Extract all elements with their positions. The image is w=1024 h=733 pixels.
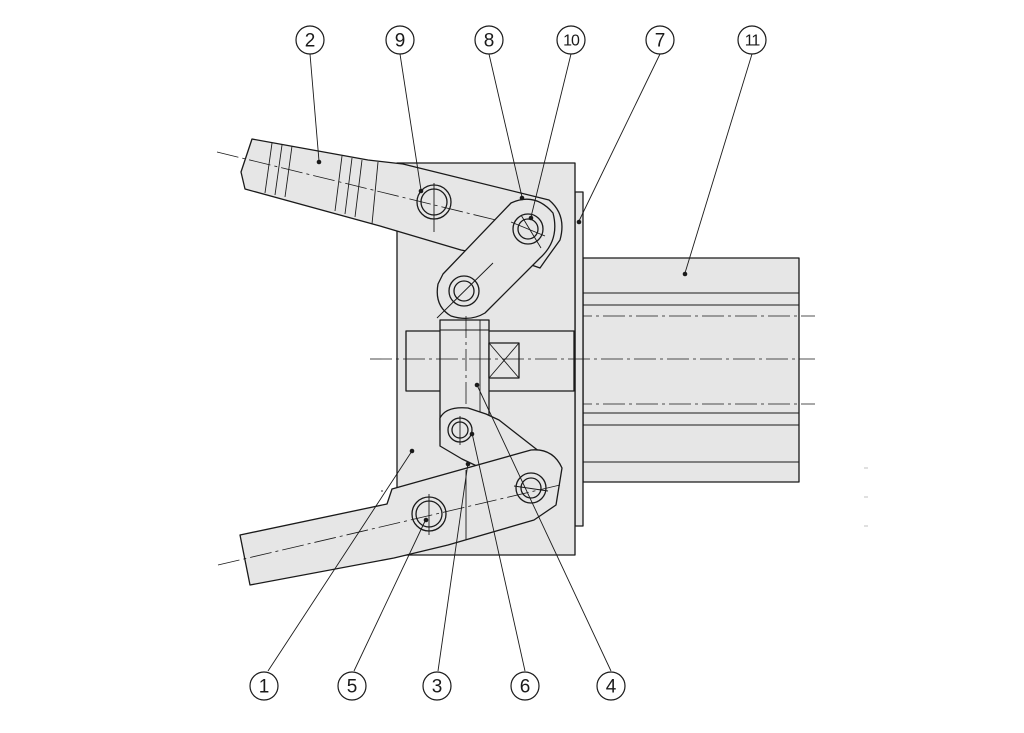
callout-label: 7: [655, 31, 666, 52]
callout-label: 10: [563, 33, 580, 50]
lower-jaw: [217, 449, 563, 586]
piston-rod: [370, 316, 815, 445]
callout-1: 1: [249, 671, 279, 701]
callout-7: 7: [645, 25, 675, 55]
leader-dots: [316, 159, 688, 523]
callout-label: 1: [259, 677, 270, 698]
callout-11: 11: [737, 25, 767, 55]
cylinder-body: [570, 257, 815, 483]
callout-2: 2: [295, 25, 325, 55]
edge-marks: [864, 467, 868, 527]
callout-label: 2: [305, 31, 316, 52]
callout-label: 11: [745, 33, 761, 50]
callout-label: 4: [606, 677, 617, 698]
callout-label: 5: [347, 677, 358, 698]
upper-link: [436, 198, 556, 320]
callout-8: 8: [474, 25, 504, 55]
callout-label: 9: [395, 31, 406, 52]
callout-3: 3: [422, 671, 452, 701]
callout-5: 5: [337, 671, 367, 701]
leader-lines: [267, 53, 753, 672]
callout-9: 9: [385, 25, 415, 55]
callout-10: 10: [556, 25, 586, 55]
callout-label: 6: [520, 677, 531, 698]
callout-4: 4: [596, 671, 626, 701]
callout-6: 6: [510, 671, 540, 701]
callout-label: 8: [484, 31, 495, 52]
callout-label: 3: [432, 677, 443, 698]
